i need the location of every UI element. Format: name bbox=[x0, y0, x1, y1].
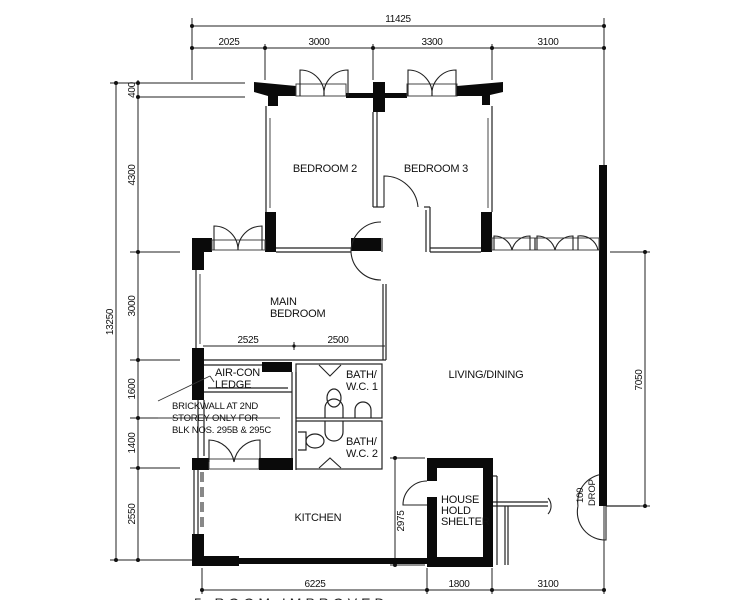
shelter-walls bbox=[402, 458, 498, 567]
dim-bottom-2: 1800 bbox=[448, 579, 470, 590]
label-bath1-2: W.C. 1 bbox=[346, 381, 378, 393]
dim-kitchen-depth: 2975 bbox=[396, 510, 407, 532]
bottom-dimension-lines bbox=[200, 506, 606, 594]
bath-row-dimension bbox=[203, 342, 385, 350]
dim-left-total: 13250 bbox=[105, 308, 116, 335]
dim-bath-1: 2525 bbox=[237, 335, 259, 346]
label-kitchen: KITCHEN bbox=[295, 512, 342, 524]
dim-bottom-1: 6225 bbox=[304, 579, 326, 590]
service-walls bbox=[157, 362, 383, 470]
dim-left-3: 3000 bbox=[127, 295, 138, 317]
bedroom3-casement-windows bbox=[407, 69, 457, 97]
label-bath1-1: BATH/ bbox=[346, 369, 378, 381]
label-bedroom-2: BEDROOM 2 bbox=[293, 163, 357, 175]
top-dimension-lines bbox=[190, 18, 606, 240]
label-bedroom-3: BEDROOM 3 bbox=[404, 163, 468, 175]
dim-top-1: 2025 bbox=[218, 37, 240, 48]
label-aircon-2: LEDGE bbox=[215, 379, 251, 391]
entrance bbox=[493, 473, 640, 565]
note-line-1: BRICKWALL AT 2ND bbox=[172, 401, 258, 412]
dim-top-total: 11425 bbox=[385, 14, 411, 25]
note-line-3: BLK NOS. 295B & 295C bbox=[172, 425, 271, 436]
dim-right-living: 7050 bbox=[634, 369, 645, 391]
label-bath2-1: BATH/ bbox=[346, 436, 378, 448]
right-exterior-wall bbox=[599, 165, 607, 506]
bedroom2-casement-windows bbox=[299, 69, 349, 97]
dim-left-1: 400 bbox=[127, 81, 138, 98]
dim-bath-2: 2500 bbox=[327, 335, 349, 346]
refuse-label-1: 100 bbox=[575, 488, 586, 503]
label-shelter-1: HOUSE bbox=[441, 494, 479, 506]
label-bath2-2: W.C. 2 bbox=[346, 448, 378, 460]
label-shelter-2: HOLD bbox=[441, 505, 471, 517]
dim-top-2: 3000 bbox=[308, 37, 330, 48]
kitchen-walls bbox=[192, 439, 429, 566]
label-shelter-3: SHELTER bbox=[441, 516, 490, 528]
dim-bottom-3: 3100 bbox=[537, 579, 559, 590]
bedroom2-door bbox=[350, 221, 382, 281]
kitchen-depth-dimension bbox=[390, 456, 425, 567]
dim-left-6: 2550 bbox=[127, 503, 138, 525]
bedroom-walls bbox=[254, 82, 503, 253]
left-dimension-lines bbox=[110, 80, 245, 562]
living-casement-windows bbox=[491, 235, 600, 251]
note-line-2: STOREY ONLY FOR bbox=[172, 413, 258, 424]
plan-title: 5-ROOM IMPROVED bbox=[194, 595, 389, 600]
dim-top-4: 3100 bbox=[537, 37, 559, 48]
bedroom3-door bbox=[383, 175, 419, 208]
dim-left-2: 4300 bbox=[127, 164, 138, 186]
dim-left-4: 1600 bbox=[127, 378, 138, 400]
label-living-dining: LIVING/DINING bbox=[448, 369, 523, 381]
label-main-bedroom-2: BEDROOM bbox=[270, 308, 325, 320]
main-bedroom-walls bbox=[192, 225, 387, 372]
refuse-label-2: DROP bbox=[587, 479, 598, 506]
dim-top-3: 3300 bbox=[421, 37, 443, 48]
dim-left-5: 1400 bbox=[127, 432, 138, 454]
label-aircon-1: AIR-CON bbox=[215, 367, 260, 379]
label-main-bedroom-1: MAIN bbox=[270, 296, 297, 308]
